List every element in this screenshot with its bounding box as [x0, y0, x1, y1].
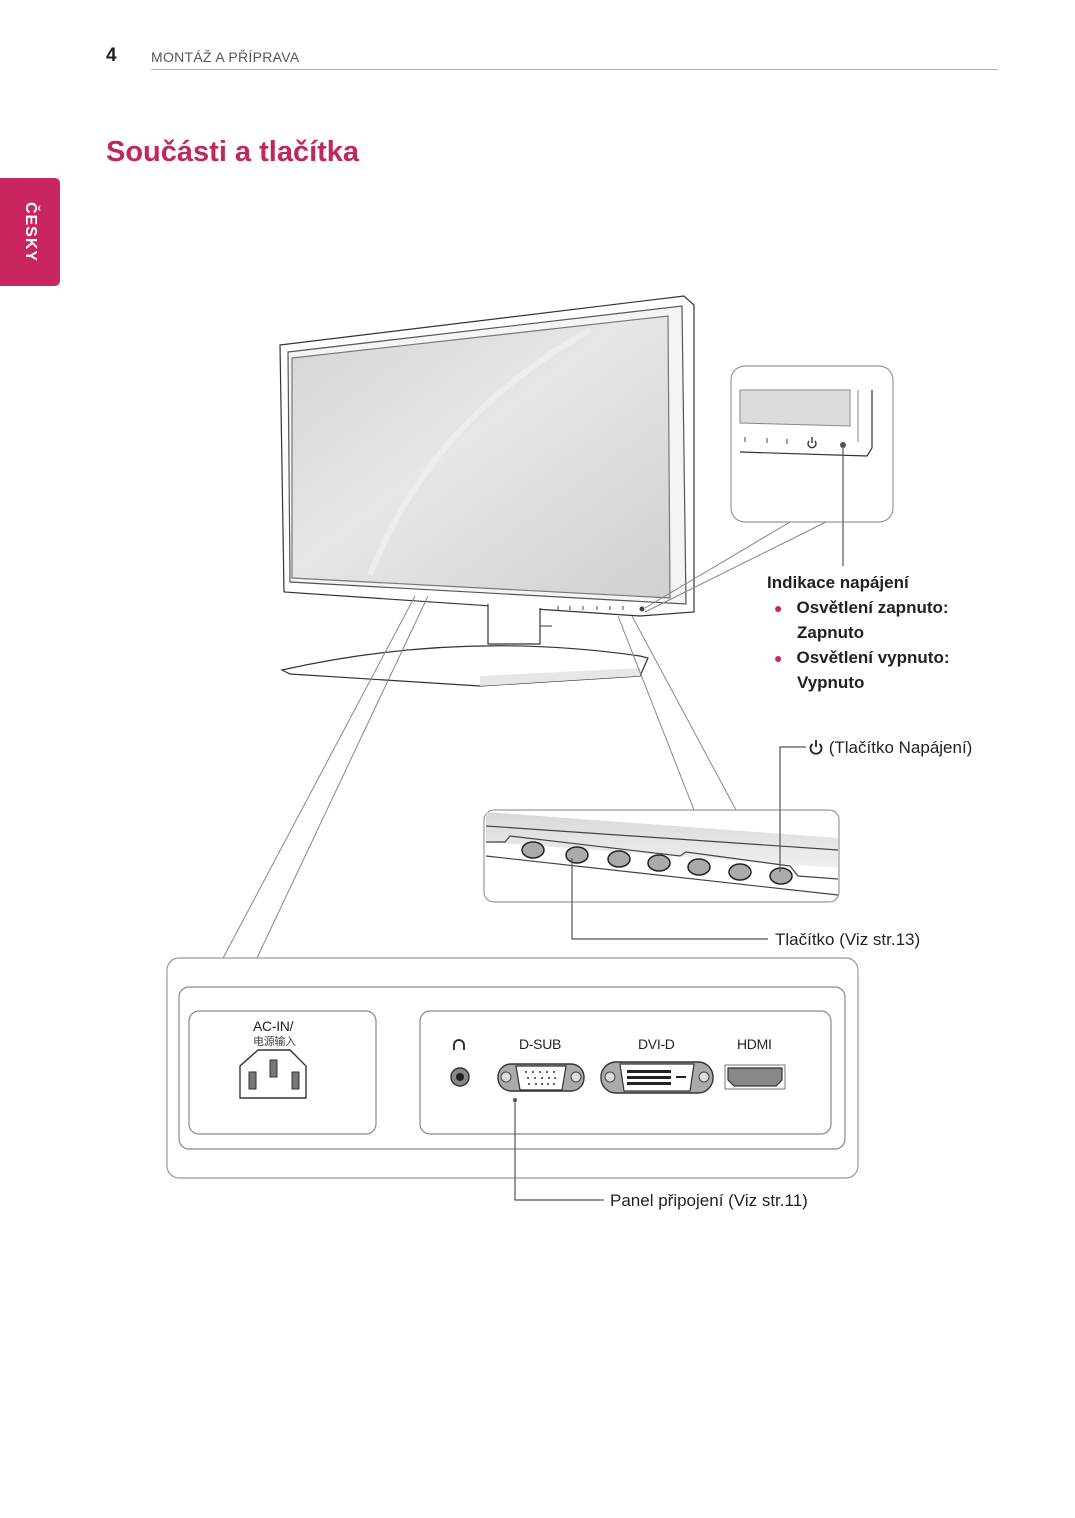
- power-indicator-item: ●Osvětlení vypnuto:: [774, 648, 950, 667]
- page-number: 4: [106, 45, 117, 66]
- ac-in-label-cn: 电源输入: [253, 1036, 296, 1048]
- language-tab: ČESKY: [0, 178, 60, 286]
- bullet-icon: ●: [774, 650, 783, 666]
- section-title: MONTÁŽ A PŘÍPRAVA: [151, 49, 300, 65]
- connection-panel-callout: Panel připojení (Viz str.11): [610, 1191, 808, 1210]
- dvi-label: DVI-D: [638, 1036, 675, 1052]
- buttons-callout: Tlačítko (Viz str.13): [775, 930, 921, 949]
- power-button-callout: (Tlačítko Napájení): [808, 738, 972, 758]
- dvi-port-icon: [600, 1061, 714, 1094]
- power-indicator-item-value: Zapnuto: [797, 623, 865, 642]
- headphone-jack-icon: [450, 1067, 470, 1087]
- connection-panel-inset: [166, 957, 859, 1201]
- page-title: Součásti a tlačítka: [106, 136, 360, 168]
- headphone-icon: [453, 1039, 465, 1050]
- power-indicator-inset: [644, 365, 894, 613]
- power-indicator-heading: Indikace napájení: [767, 573, 909, 592]
- hdmi-label: HDMI: [737, 1036, 772, 1052]
- bullet-icon: ●: [774, 600, 783, 616]
- header-divider: [151, 69, 998, 70]
- ac-in-label: AC-IN/: [253, 1018, 294, 1034]
- button-strip-inset: [483, 746, 840, 940]
- monitor-stand: [280, 604, 649, 687]
- power-icon: [809, 740, 823, 755]
- dsub-label: D-SUB: [519, 1036, 562, 1052]
- hdmi-port-icon: [724, 1064, 786, 1090]
- power-indicator-item: ●Osvětlení zapnuto:: [774, 598, 949, 617]
- power-icon: [807, 437, 817, 449]
- ac-inlet-icon: [239, 1049, 307, 1099]
- monitor-front: [279, 295, 695, 617]
- front-button-marks: [557, 606, 645, 612]
- power-indicator-item-value: Vypnuto: [797, 673, 865, 692]
- dsub-port-icon: [497, 1063, 585, 1092]
